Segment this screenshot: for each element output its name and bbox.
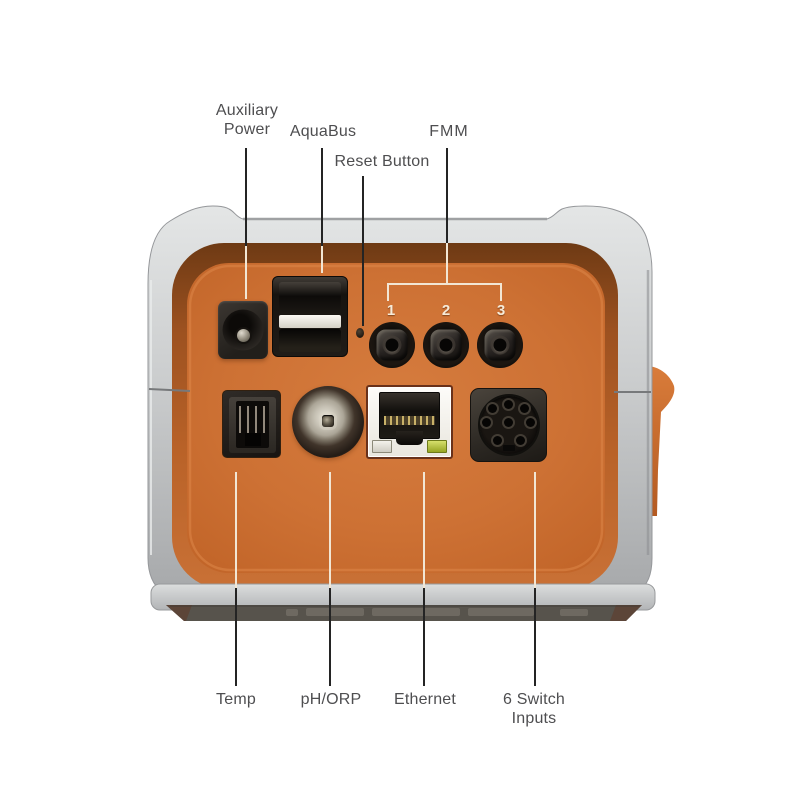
usb-port-tongue (279, 315, 341, 328)
switch-inputs-callout-line-on-panel (534, 472, 536, 588)
label-aquabus: AquaBus (289, 123, 357, 140)
usb-port-bottom-slot (279, 329, 341, 352)
base-corner-right (610, 605, 642, 621)
ethernet-callout-line-on-panel (423, 472, 425, 588)
label-ethernet: Ethernet (393, 691, 457, 708)
temp-callout-line (235, 588, 237, 686)
seam-left (148, 388, 191, 392)
aquabus-callout-line (321, 148, 323, 246)
ethernet-rj45-port (366, 385, 453, 459)
din-pin-hole (526, 418, 535, 427)
reset-pinhole (356, 328, 364, 338)
switch-inputs-din-port (470, 388, 547, 462)
fmm-bracket-left-stub (387, 283, 389, 301)
usb-port-top-slot (279, 282, 341, 314)
temp-callout-line-on-panel (235, 472, 237, 588)
panel-inner-glow (188, 264, 604, 572)
fmm-port-2-hole (439, 338, 453, 352)
barrel-jack-pin (237, 329, 250, 342)
din-pin-hole (516, 436, 525, 445)
label-reset-button: Reset Button (334, 153, 430, 170)
rj11-face (229, 397, 276, 453)
din-pin-hole (520, 404, 529, 413)
ph-orp-callout-line (329, 588, 331, 686)
aquabus-usb-ports (272, 276, 348, 357)
fmm-port-2 (423, 322, 469, 368)
din-pin-hole (493, 436, 502, 445)
ethernet-callout-line (423, 588, 425, 686)
switch-inputs-callout-line (534, 588, 536, 686)
fmm-callout-line-on-panel (446, 243, 448, 284)
rj11-cavity (236, 401, 269, 448)
side-tab (646, 366, 675, 516)
auxiliary-power-callout-line (245, 148, 247, 246)
fmm-port-number-3: 3 (496, 302, 506, 319)
fmm-bracket (387, 283, 502, 285)
label-auxiliary-power: Auxiliary Power (215, 102, 279, 138)
ph-orp-callout-line-on-panel (329, 472, 331, 588)
label-temp: Temp (216, 691, 256, 708)
din-socket (480, 396, 538, 454)
fmm-callout-line (446, 148, 448, 243)
rj45-gold-pins (384, 416, 435, 425)
ethernet-led-right (427, 440, 447, 453)
rj11-contacts (239, 406, 266, 433)
label-switch-inputs: 6 Switch Inputs (502, 691, 566, 727)
fmm-bracket-right-stub (500, 283, 502, 301)
auxiliary-power-callout-line-on-panel (245, 246, 247, 299)
ph-orp-bnc-port (292, 386, 364, 458)
din-key-notch (503, 445, 515, 451)
auxiliary-power-jack (218, 301, 268, 359)
base-dark-band (166, 605, 642, 621)
label-fmm: FMM (429, 123, 469, 140)
din-pin-hole (504, 400, 513, 409)
fmm-port-1-hole (385, 338, 399, 352)
label-ph-orp: pH/ORP (300, 691, 362, 708)
aquabus-callout-line-on-panel (321, 246, 323, 273)
base-embossing (286, 608, 588, 616)
din-pin-hole (504, 418, 513, 427)
temp-rj11-port (222, 390, 281, 458)
rj11-latch-slot (245, 433, 261, 446)
fmm-port-1 (369, 322, 415, 368)
ethernet-led-left (372, 440, 392, 453)
reset-button-callout-line (362, 176, 364, 326)
base-corner-left (166, 605, 192, 621)
fmm-port-number-1: 1 (386, 302, 396, 319)
fmm-port-3 (477, 322, 523, 368)
din-pin-hole (482, 418, 491, 427)
din-pin-hole (488, 404, 497, 413)
fmm-port-3-hole (493, 338, 507, 352)
bnc-center-pin (322, 415, 334, 427)
fmm-port-number-2: 2 (441, 302, 451, 319)
rj45-latch (396, 431, 423, 445)
